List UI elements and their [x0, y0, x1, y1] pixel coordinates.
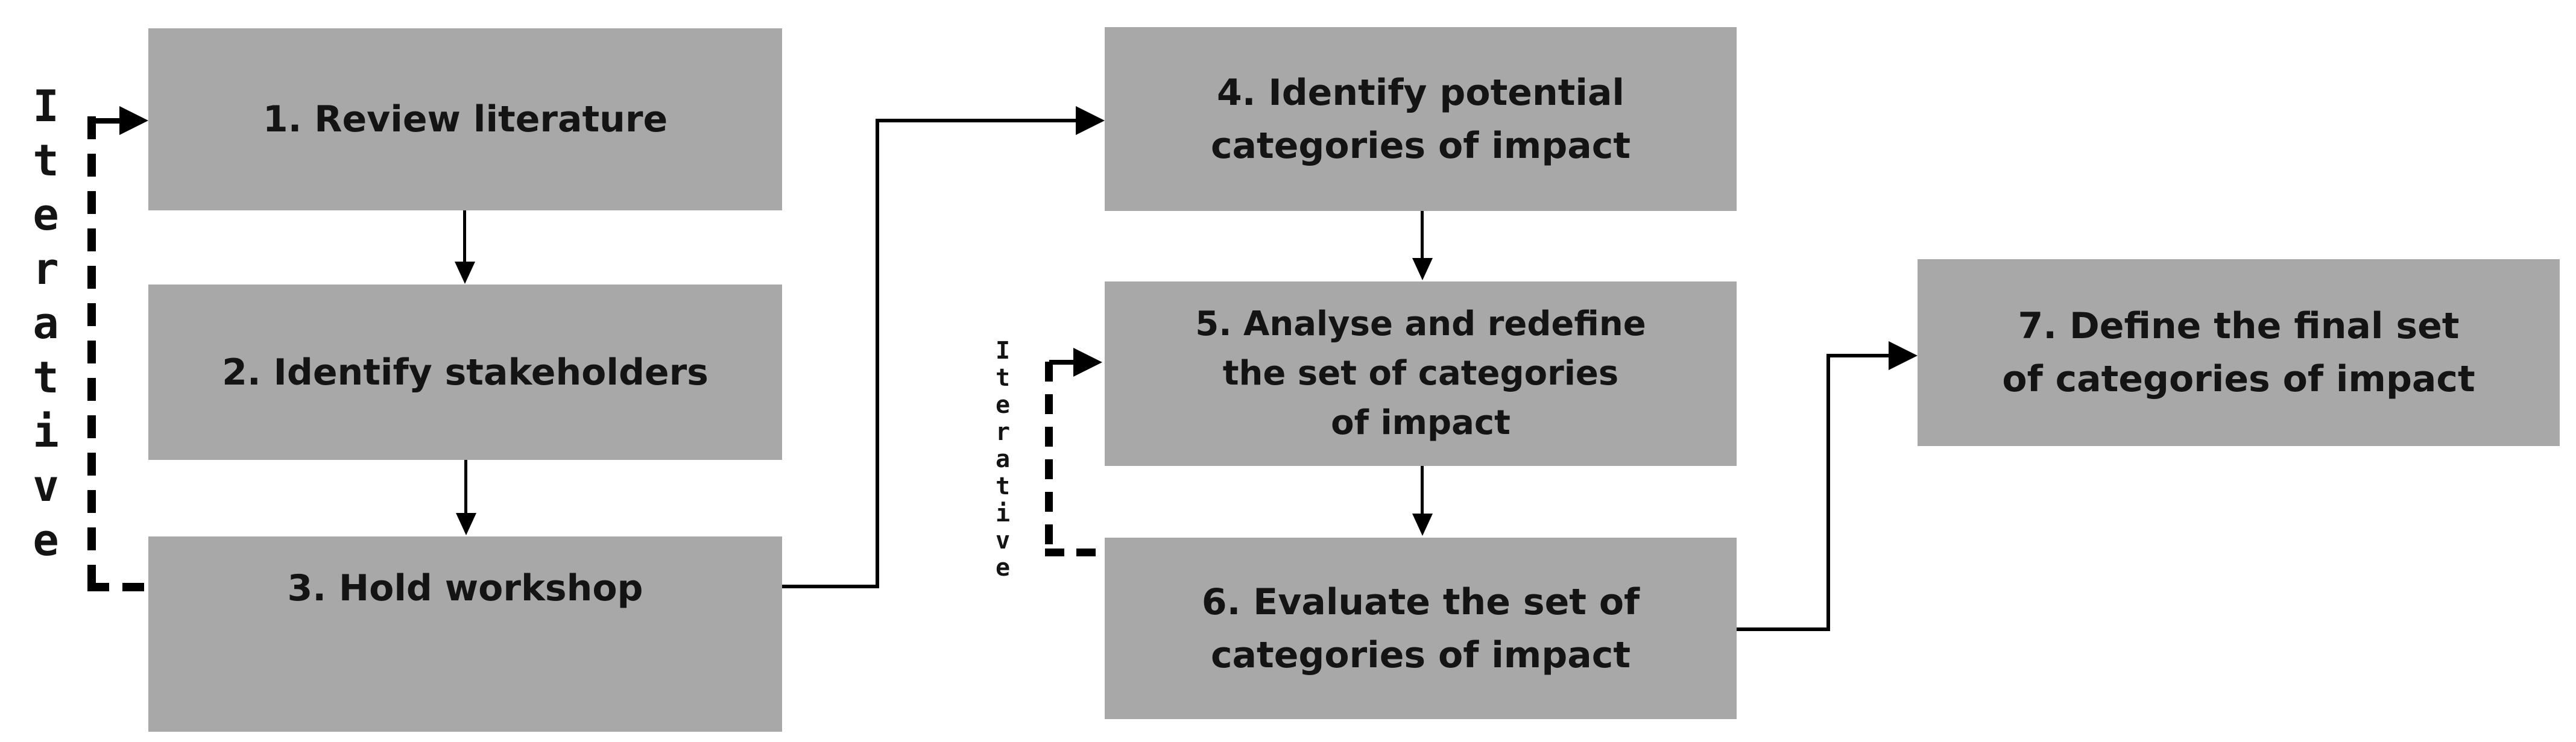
iterative-letter: r: [995, 418, 1011, 446]
middle-loop-dashed-horizontal: [1045, 549, 1105, 556]
iterative-letter: t: [995, 473, 1011, 500]
connector-6-7-horizontal-high: [1826, 354, 1889, 357]
iterative-letter: e: [995, 554, 1011, 582]
iterative-letter: i: [995, 500, 1011, 527]
flow-box-7-label: 7. Define the final set of categories of…: [2002, 305, 2475, 400]
middle-loop-dashed-vertical: [1045, 362, 1053, 555]
arrow-down-icon: [1412, 258, 1433, 280]
flow-box-7: 7. Define the final set of categories of…: [1918, 259, 2560, 446]
connector-1-2-line: [463, 210, 466, 262]
iterative-letter: I: [33, 81, 59, 131]
iterative-letter: e: [33, 515, 59, 565]
iterative-letter: t: [33, 352, 59, 403]
iterative-letter: t: [995, 364, 1011, 392]
left-loop-dashed-horizontal: [87, 583, 148, 591]
flow-box-3: 3. Hold workshop: [148, 536, 782, 732]
left-loop-dashed-vertical: [87, 116, 96, 588]
flow-box-5: 5. Analyse and redefine the set of categ…: [1105, 281, 1737, 466]
arrow-right-icon: [1076, 106, 1105, 135]
iterative-letter: v: [995, 527, 1011, 555]
arrow-down-icon: [456, 513, 476, 535]
arrow-right-icon: [1889, 341, 1918, 370]
connector-3-4-horizontal-low: [782, 585, 879, 588]
connector-3-4-vertical: [876, 119, 879, 588]
connector-6-7-vertical: [1826, 354, 1830, 631]
iterative-letter: a: [33, 298, 59, 348]
iterative-letter: v: [33, 461, 59, 511]
connector-2-3-line: [464, 460, 467, 514]
iterative-letter: r: [33, 244, 59, 294]
arrow-down-icon: [1412, 514, 1433, 536]
flow-box-2: 2. Identify stakeholders: [148, 285, 782, 460]
iterative-letter: t: [33, 135, 59, 186]
flow-box-3-label: 3. Hold workshop: [287, 567, 643, 609]
iterative-letter: e: [995, 391, 1011, 419]
iterative-letter: a: [995, 445, 1011, 473]
flow-box-6-label: 6. Evaluate the set of categories of imp…: [1201, 580, 1640, 676]
left-loop-arrow-line: [92, 118, 121, 124]
connector-4-5-line: [1421, 211, 1424, 259]
connector-6-7-horizontal-low: [1737, 627, 1830, 631]
middle-loop-arrow-line: [1049, 360, 1075, 365]
connector-5-6-line: [1421, 466, 1424, 514]
flow-box-1: 1. Review literature: [148, 28, 782, 210]
flow-box-5-label: 5. Analyse and redefine the set of categ…: [1195, 304, 1646, 442]
flow-box-2-label: 2. Identify stakeholders: [222, 351, 709, 394]
arrow-right-icon: [119, 106, 148, 135]
iterative-letter: I: [995, 337, 1011, 365]
flow-box-1-label: 1. Review literature: [262, 98, 668, 140]
arrow-down-icon: [455, 262, 475, 284]
connector-3-4-horizontal-high: [876, 119, 1076, 122]
iterative-letter: e: [33, 189, 59, 240]
iterative-letter: i: [33, 406, 59, 457]
flow-box-4: 4. Identify potential categories of impa…: [1105, 27, 1737, 211]
flow-box-4-label: 4. Identify potential categories of impa…: [1210, 71, 1631, 167]
arrow-right-icon: [1073, 348, 1102, 377]
flow-box-6: 6. Evaluate the set of categories of imp…: [1105, 538, 1737, 719]
